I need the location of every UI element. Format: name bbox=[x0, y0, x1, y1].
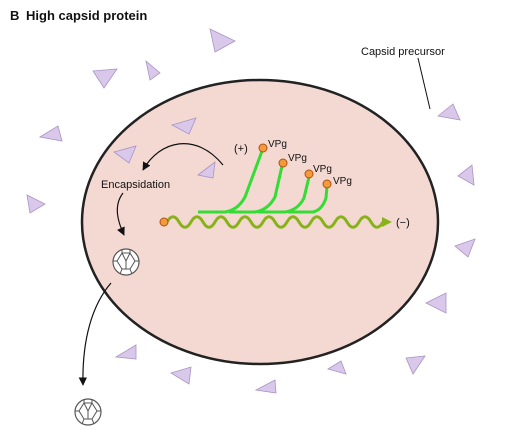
capsid-precursor bbox=[405, 355, 426, 375]
capsid-precursor bbox=[113, 145, 137, 164]
capsid-precursor bbox=[457, 164, 475, 186]
vpg-label: VPg bbox=[333, 176, 352, 187]
capsid-precursor bbox=[92, 68, 118, 89]
vpg-label: VPg bbox=[268, 139, 287, 150]
capsid-precursor bbox=[209, 28, 236, 53]
capsid-released bbox=[74, 398, 102, 426]
encapsidation-label: Encapsidation bbox=[101, 179, 170, 191]
vpg-plus-strand bbox=[278, 158, 288, 168]
capsid-precursor-pointer bbox=[417, 57, 431, 110]
capsid-precursor bbox=[425, 292, 447, 314]
host-cell bbox=[80, 78, 440, 366]
capsid-precursor bbox=[197, 161, 216, 179]
release-arrow bbox=[78, 282, 112, 386]
to-capsid-arrow bbox=[116, 192, 125, 236]
panel-title: High capsid protein bbox=[26, 8, 147, 23]
plus-strand-rna bbox=[229, 165, 284, 214]
vpg-plus-strand bbox=[322, 179, 332, 189]
capsid-precursor bbox=[38, 125, 63, 142]
capsid-precursor bbox=[254, 379, 277, 394]
vpg-plus-strand bbox=[304, 169, 314, 179]
minus-strand-label: (−) bbox=[396, 217, 410, 229]
capsid-precursor bbox=[454, 238, 476, 258]
panel-letter: B bbox=[10, 8, 19, 23]
minus-strand-arrowhead bbox=[382, 217, 392, 227]
capsid-precursor-label: Capsid precursor bbox=[361, 46, 445, 58]
plus-strand-rna bbox=[198, 150, 264, 214]
capsid-precursor bbox=[437, 103, 461, 121]
vpg-plus-strand bbox=[258, 143, 268, 153]
capsid-intracellular bbox=[112, 248, 140, 276]
vpg-minus-strand bbox=[159, 217, 169, 227]
capsid-precursor bbox=[114, 344, 137, 360]
minus-strand-rna bbox=[165, 215, 385, 229]
capsid-precursor bbox=[26, 194, 46, 214]
encapsidation-arrow bbox=[142, 143, 224, 171]
plus-strand-group bbox=[198, 150, 329, 214]
vpg-label: VPg bbox=[313, 164, 332, 175]
capsid-precursor bbox=[145, 59, 161, 81]
capsid-facets bbox=[113, 249, 139, 275]
plus-strand-rna bbox=[288, 185, 329, 214]
capsid-precursor bbox=[327, 360, 347, 375]
capsid-precursor-group bbox=[26, 28, 476, 394]
capsid-facets bbox=[75, 399, 101, 425]
capsid-precursor bbox=[170, 117, 197, 135]
plus-strand-label: (+) bbox=[234, 143, 248, 155]
capsid-precursor bbox=[170, 366, 192, 385]
plus-strand-rna bbox=[258, 176, 311, 214]
vpg-label: VPg bbox=[288, 153, 307, 164]
